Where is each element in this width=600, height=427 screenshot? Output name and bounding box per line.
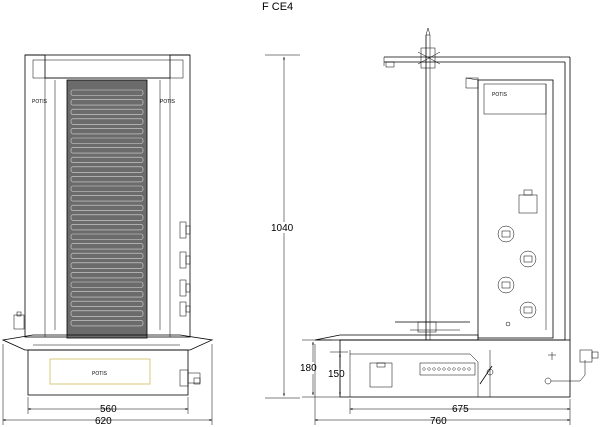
burner-hole — [452, 367, 456, 371]
dim-180: 180 — [300, 363, 317, 374]
heater-rib — [70, 243, 144, 250]
heater-rib — [70, 272, 144, 279]
heater-rib — [70, 310, 144, 317]
heater-rib — [70, 320, 144, 327]
heater-rib — [70, 233, 144, 240]
heater-rib — [70, 118, 144, 125]
heater-rib — [70, 128, 144, 135]
burner-hole — [422, 367, 426, 371]
heater-rib — [70, 108, 144, 115]
burner-hole — [427, 367, 431, 371]
dim-760: 760 — [430, 416, 447, 427]
dim-620: 620 — [95, 416, 112, 427]
burner-hole — [437, 367, 441, 371]
heater-rib — [70, 166, 144, 173]
heater-rib — [70, 147, 144, 154]
side-view: POTIS — [300, 27, 599, 427]
front-view: POTIS POTIS POTIS — [1, 54, 214, 427]
heater-rib — [70, 224, 144, 231]
dim-1040: 1040 — [271, 223, 294, 234]
brand-label-left: POTIS — [32, 99, 48, 105]
heater-rib — [70, 262, 144, 269]
height-dimension: 1040 — [265, 54, 300, 399]
brand-label-side: POTIS — [492, 92, 508, 98]
heater-rib — [70, 176, 144, 183]
burner-hole — [467, 367, 471, 371]
burner-holes — [422, 367, 471, 371]
heater-rib — [70, 252, 144, 259]
heater-rib — [70, 137, 144, 144]
dim-560: 560 — [100, 404, 117, 415]
heating-panel — [66, 79, 148, 339]
heater-rib — [70, 195, 144, 202]
brand-label-base: POTIS — [92, 371, 108, 377]
burner-hole — [457, 367, 461, 371]
control-knobs-side — [497, 225, 537, 327]
heater-rib — [70, 300, 144, 308]
heater-rib — [70, 89, 144, 96]
heater-ribs — [70, 89, 144, 327]
heater-rib — [70, 204, 144, 211]
brand-label-right: POTIS — [160, 99, 176, 105]
heater-rib — [70, 185, 144, 192]
heater-rib — [70, 214, 144, 221]
burner-hole — [462, 367, 466, 371]
control-knobs-front — [179, 221, 191, 317]
burner-hole — [447, 367, 451, 371]
heater-rib — [70, 291, 144, 298]
heater-rib — [70, 99, 144, 106]
drawer-window — [49, 358, 151, 385]
dim-150: 150 — [328, 369, 345, 380]
model-title: F CE4 — [262, 1, 293, 13]
heater-rib — [70, 156, 144, 163]
burner-hole — [442, 367, 446, 371]
dim-675: 675 — [452, 404, 469, 415]
heater-rib — [70, 281, 144, 288]
burner-hole — [432, 367, 436, 371]
